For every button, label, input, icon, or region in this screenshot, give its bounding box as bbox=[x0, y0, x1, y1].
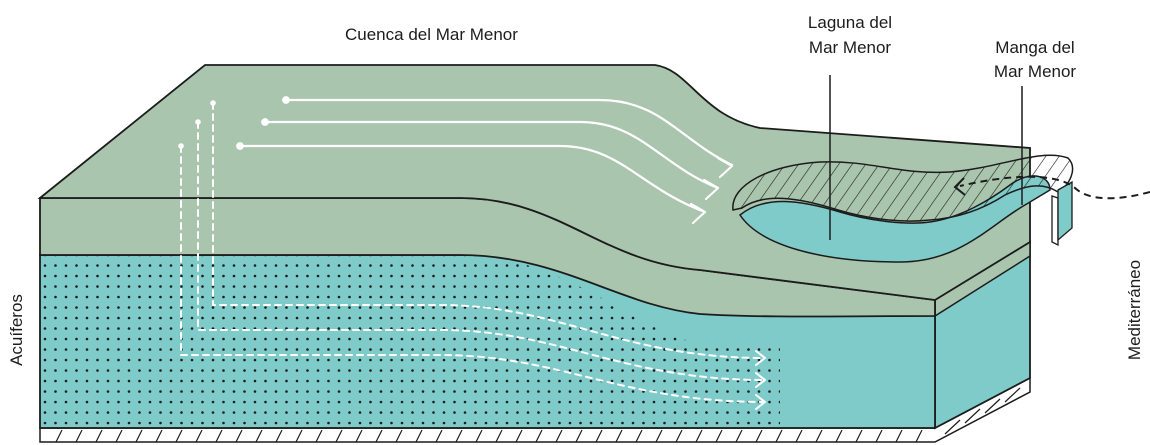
manga-label-line2: Mar Menor bbox=[994, 62, 1077, 81]
manga-wall bbox=[1057, 180, 1073, 242]
surface-flow-arrows bbox=[236, 96, 734, 225]
manga-label-line1: Manga del bbox=[995, 38, 1074, 57]
lagoon-label-line1: Laguna del bbox=[808, 13, 892, 32]
sea-exchange-arrow bbox=[953, 175, 1150, 200]
manga-sandbar bbox=[1051, 195, 1059, 247]
groundwater-flow-arrows bbox=[180, 102, 766, 403]
lagoon-label-line2: Mar Menor bbox=[809, 38, 892, 57]
mediterranean-label: Mediterráneo bbox=[1125, 260, 1144, 360]
aquifers-label: Acuíferos bbox=[7, 294, 26, 366]
basin-label: Cuenca del Mar Menor bbox=[345, 25, 518, 44]
